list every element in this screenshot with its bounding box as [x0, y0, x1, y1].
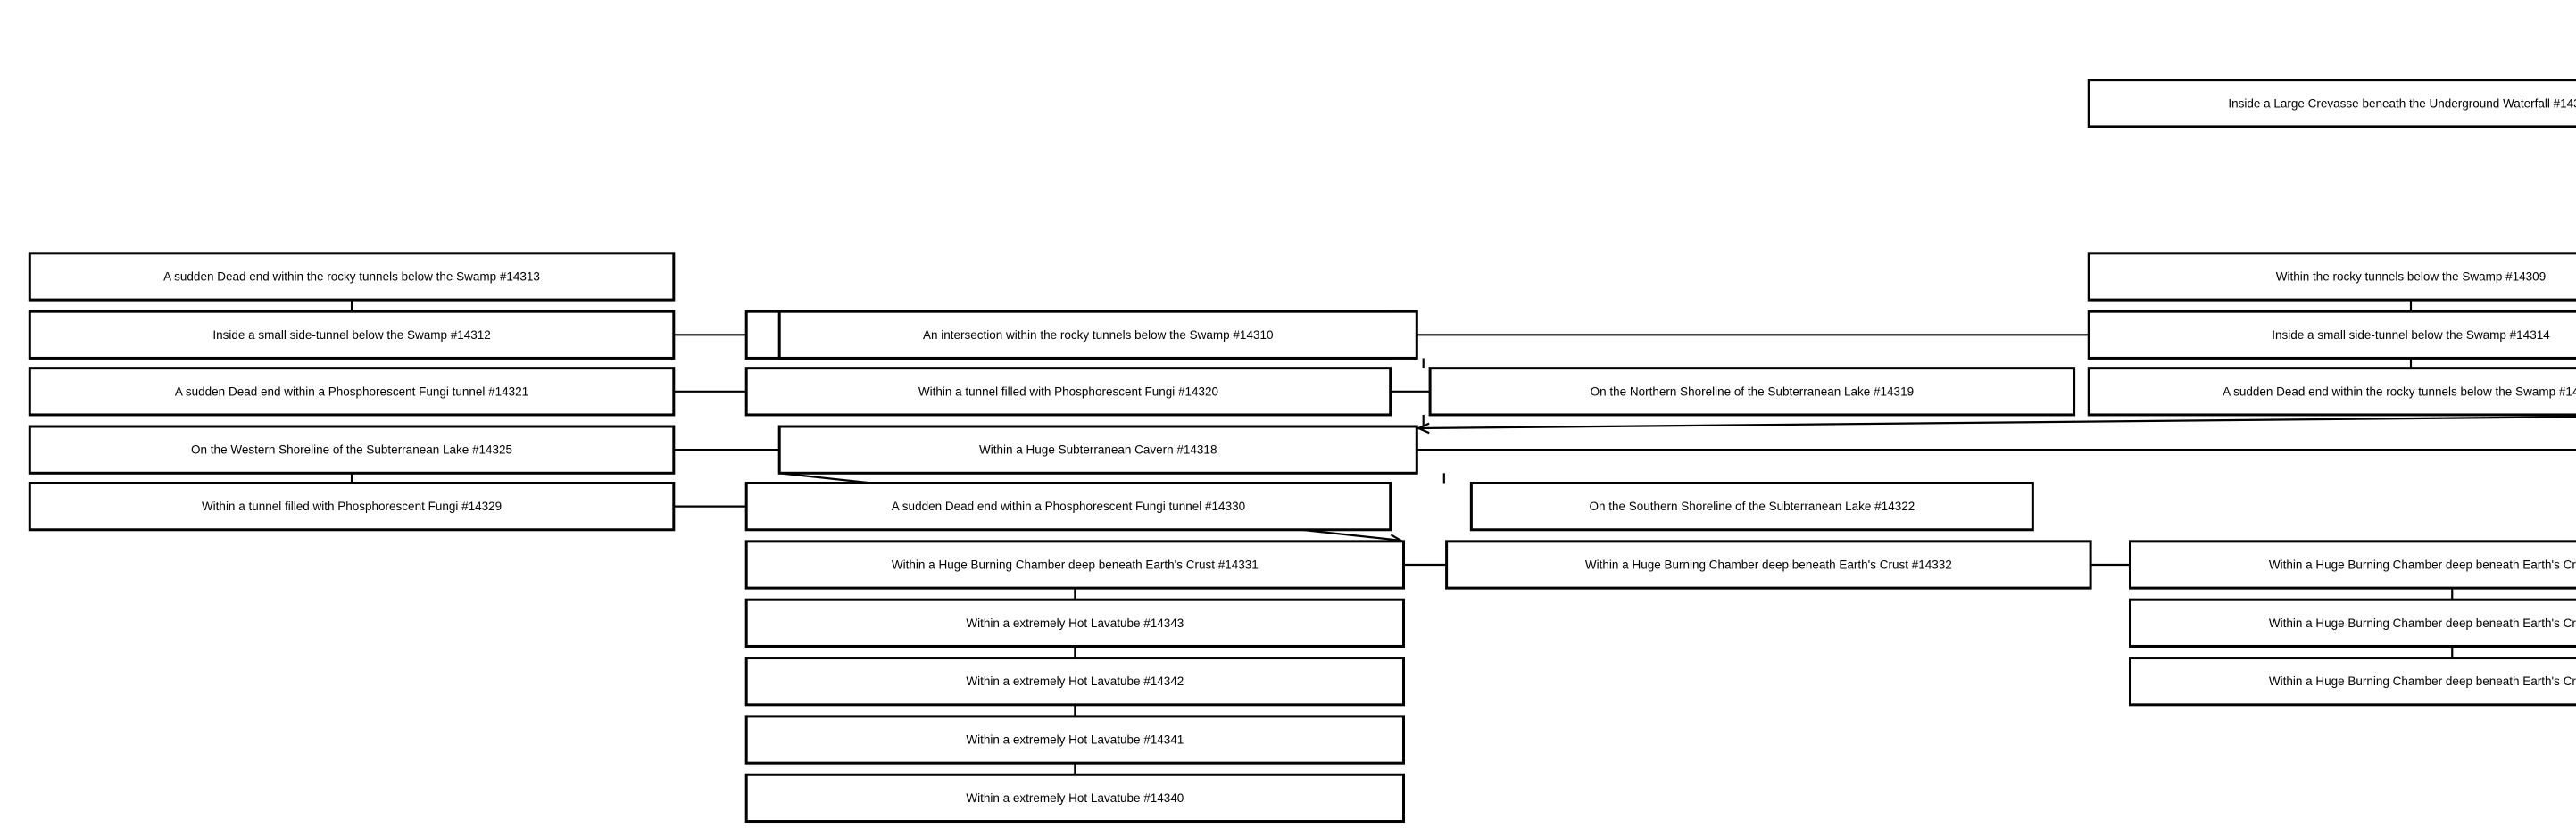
graph-node[interactable]: Within a extremely Hot Lavatube #14340	[744, 773, 1405, 824]
node-box[interactable]	[2129, 540, 2576, 590]
node-label: A sudden Dead end within the rocky tunne…	[2223, 385, 2576, 398]
node-label: Within a tunnel filled with Phosphoresce…	[202, 500, 502, 513]
node-box[interactable]	[777, 310, 1418, 360]
graph-node[interactable]: On the Northern Shoreline of the Subterr…	[1428, 367, 2076, 417]
node-label: Within a Huge Burning Chamber deep benea…	[2269, 675, 2576, 688]
graph-node[interactable]: Within a extremely Hot Lavatube #14342	[744, 657, 1405, 707]
node-box[interactable]	[744, 773, 1405, 824]
graph-node[interactable]: On the Southern Shoreline of the Subterr…	[1469, 481, 2034, 532]
graph-node[interactable]: Within a tunnel filled with Phosphoresce…	[744, 367, 1392, 417]
node-box[interactable]	[744, 481, 1392, 532]
node-label: Inside a small side-tunnel below the Swa…	[212, 328, 490, 342]
node-label: An intersection within the rocky tunnels…	[923, 328, 1273, 342]
node-box[interactable]	[2087, 367, 2576, 417]
node-layer: A completely unedited room floating on t…	[28, 79, 2576, 824]
graph-node[interactable]: Within a Huge Burning Chamber deep benea…	[2129, 540, 2576, 590]
graph-node[interactable]: Inside a Large Crevasse beneath the Unde…	[2087, 79, 2576, 128]
node-label: Inside a small side-tunnel below the Swa…	[2272, 328, 2550, 342]
graph-node[interactable]: Within a extremely Hot Lavatube #14341	[744, 715, 1405, 765]
node-box[interactable]	[744, 540, 1405, 590]
graph-node[interactable]: Inside a small side-tunnel below the Swa…	[28, 310, 676, 360]
node-label: A sudden Dead end within a Phosphorescen…	[175, 385, 528, 398]
node-box[interactable]	[2129, 598, 2576, 648]
node-box[interactable]	[2129, 657, 2576, 707]
edge-long-diagonal	[1418, 416, 2576, 430]
graph-node[interactable]: A sudden Dead end within the rocky tunne…	[2087, 367, 2576, 417]
node-box[interactable]	[744, 715, 1405, 765]
node-label: On the Western Shoreline of the Subterra…	[191, 443, 512, 457]
node-label: On the Southern Shoreline of the Subterr…	[1589, 500, 1915, 513]
node-box[interactable]	[28, 481, 676, 532]
graph-node[interactable]: Within a Huge Subterranean Cavern #14318	[777, 425, 1418, 475]
graph-node[interactable]: Within a extremely Hot Lavatube #14343	[744, 598, 1405, 648]
node-box[interactable]	[1469, 481, 2034, 532]
arrow-head-icon	[1416, 422, 1430, 435]
node-label: A sudden Dead end within a Phosphorescen…	[892, 500, 1245, 513]
graph-node[interactable]: Within a Huge Burning Chamber deep benea…	[2129, 598, 2576, 648]
node-label: Within a Huge Burning Chamber deep benea…	[2269, 617, 2576, 630]
node-label: Within a Huge Burning Chamber deep benea…	[1585, 559, 1952, 572]
graph-node[interactable]: A sudden Dead end within a Phosphorescen…	[28, 367, 676, 417]
node-box[interactable]	[2087, 252, 2576, 302]
node-label: Within a extremely Hot Lavatube #14342	[966, 675, 1184, 688]
node-box[interactable]	[744, 657, 1405, 707]
node-box[interactable]	[1428, 367, 2076, 417]
node-box[interactable]	[744, 367, 1392, 417]
node-box[interactable]	[2087, 79, 2576, 128]
node-label: Within a extremely Hot Lavatube #14341	[966, 733, 1184, 747]
graph-node[interactable]: A sudden Dead end within a Phosphorescen…	[744, 481, 1392, 532]
node-box[interactable]	[777, 425, 1418, 475]
graph-node[interactable]: Within a Huge Burning Chamber deep benea…	[744, 540, 1405, 590]
node-label: A sudden Dead end within the rocky tunne…	[163, 270, 540, 284]
node-label: Within the rocky tunnels below the Swamp…	[2276, 270, 2546, 284]
graph-node[interactable]: Inside a small side-tunnel below the Swa…	[2087, 310, 2576, 360]
node-box[interactable]	[28, 310, 676, 360]
node-label: Inside a Large Crevasse beneath the Unde…	[2228, 96, 2576, 110]
graph-node[interactable]: Within a tunnel filled with Phosphoresce…	[28, 481, 676, 532]
node-label: Within a Huge Subterranean Cavern #14318	[979, 443, 1217, 457]
node-label: Within a Huge Burning Chamber deep benea…	[2269, 559, 2576, 572]
node-box[interactable]	[28, 367, 676, 417]
node-box[interactable]	[1445, 540, 2092, 590]
node-label: Within a tunnel filled with Phosphoresce…	[918, 385, 1218, 398]
node-label: Within a extremely Hot Lavatube #14343	[966, 617, 1184, 630]
graph-node[interactable]: An intersection within the rocky tunnels…	[777, 310, 1418, 360]
node-box[interactable]	[28, 425, 676, 475]
node-label: On the Northern Shoreline of the Subterr…	[1591, 385, 1915, 398]
node-box[interactable]	[28, 252, 676, 302]
node-label: Within a extremely Hot Lavatube #14340	[966, 791, 1184, 805]
graph-node[interactable]: Within the rocky tunnels below the Swamp…	[2087, 252, 2576, 302]
graph-node[interactable]: A sudden Dead end within the rocky tunne…	[28, 252, 676, 302]
node-label: Within a Huge Burning Chamber deep benea…	[892, 559, 1259, 572]
node-box[interactable]	[744, 598, 1405, 648]
graph-node[interactable]: On the Western Shoreline of the Subterra…	[28, 425, 676, 475]
node-box[interactable]	[2087, 310, 2576, 360]
graph-node[interactable]: Within a Huge Burning Chamber deep benea…	[1445, 540, 2092, 590]
graph-node[interactable]: Within a Huge Burning Chamber deep benea…	[2129, 657, 2576, 707]
